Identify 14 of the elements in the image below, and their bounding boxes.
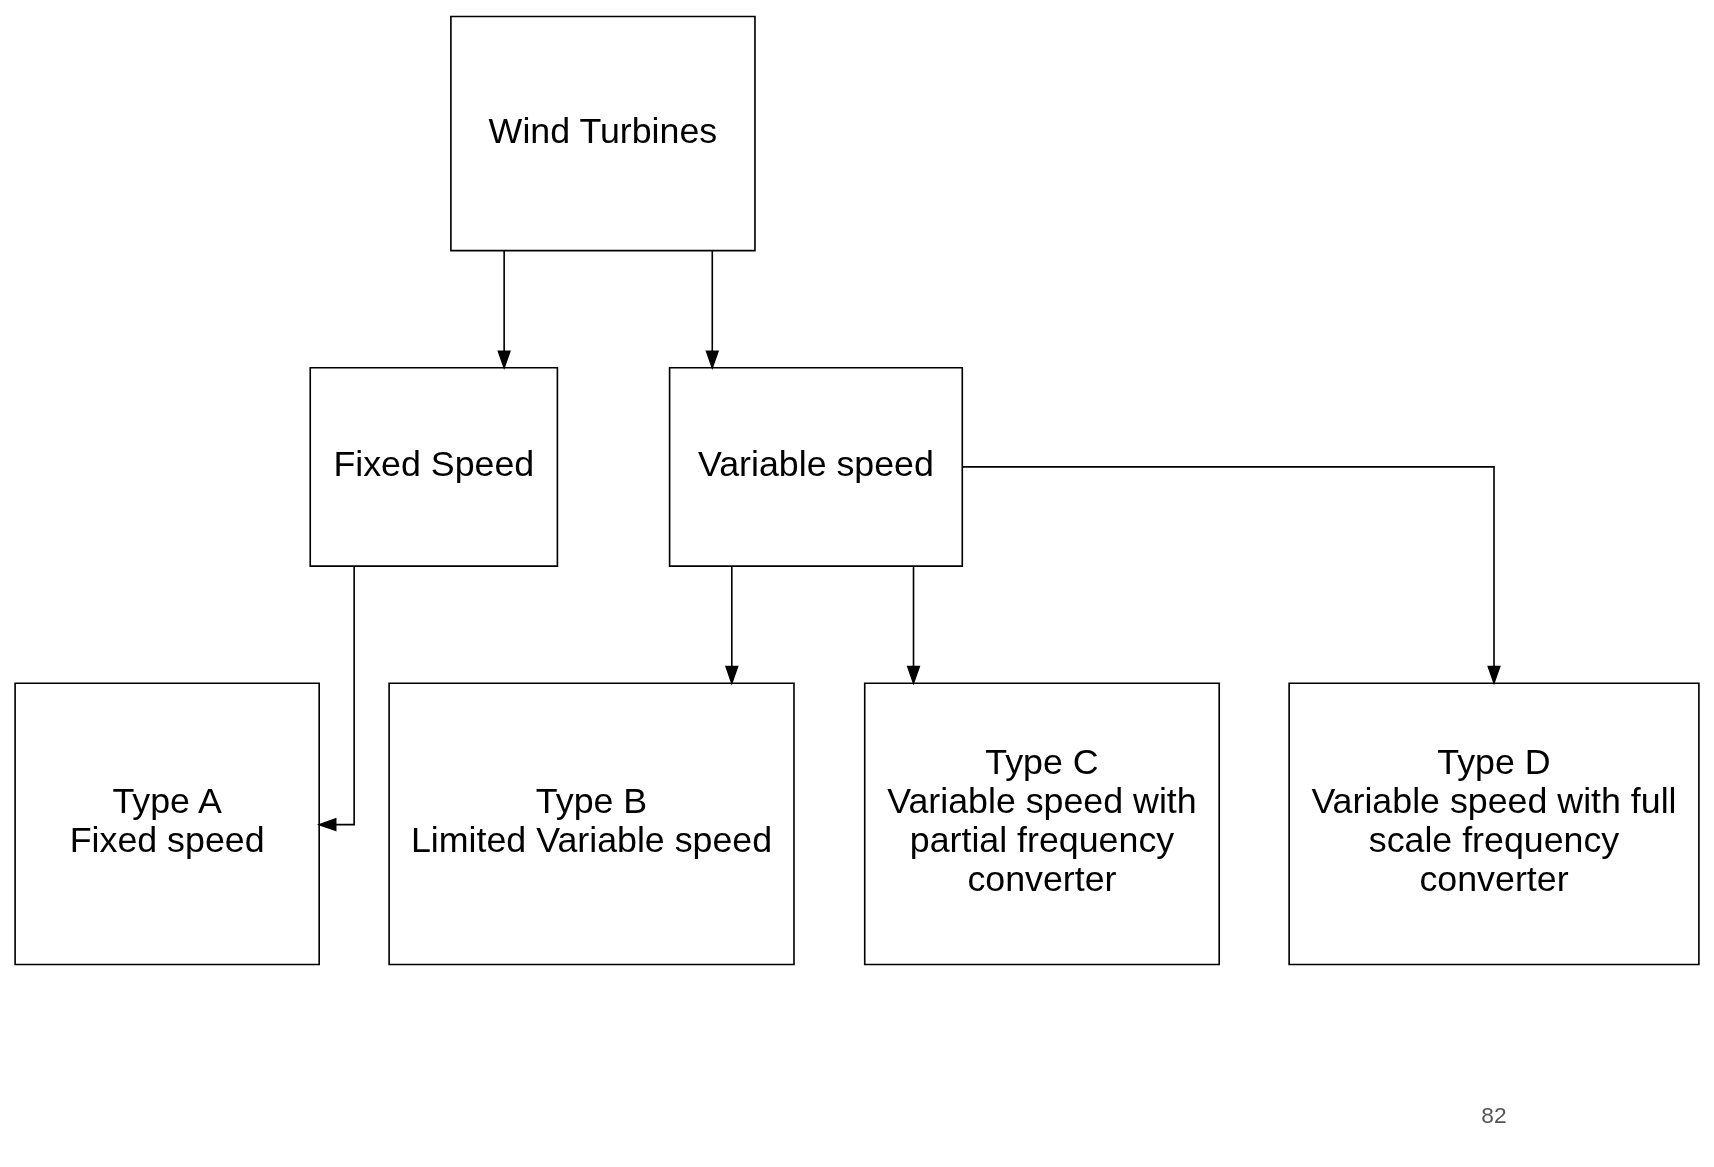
arrow (705, 249, 720, 370)
arrow (724, 565, 739, 685)
node-box: Variable speed (668, 366, 964, 567)
arrow (961, 465, 1501, 685)
label: 82 (1481, 1101, 1507, 1128)
node-box: Type A Fixed speed (14, 681, 320, 965)
arrow (906, 565, 921, 685)
arrow (497, 249, 511, 370)
node-box: Type D Variable speed with full scale frequency converter (1288, 681, 1700, 965)
node-box: Type C Variable speed with partial frequency converter (863, 681, 1221, 965)
arrow (316, 565, 355, 831)
node-box: Wind Turbines (450, 15, 756, 251)
node-box: Fixed Speed (309, 366, 559, 567)
node-box: Type B Limited Variable speed (388, 681, 795, 965)
